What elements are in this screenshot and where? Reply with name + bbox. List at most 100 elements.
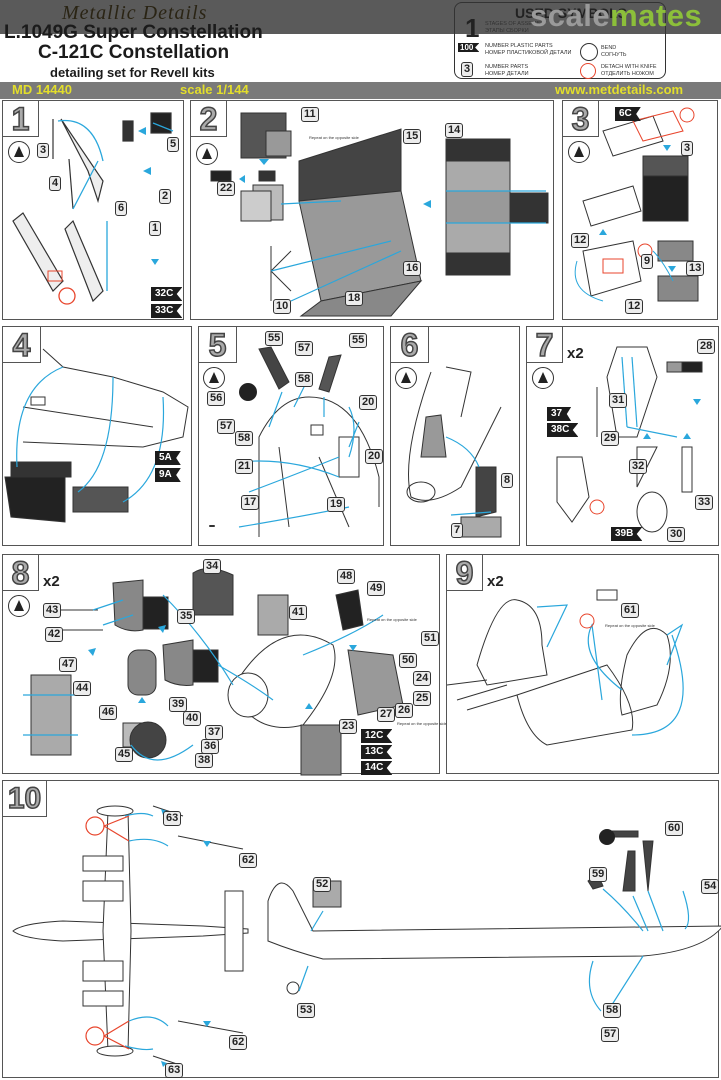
part-label: 26 [395,703,414,718]
part-label: 62 [229,1035,248,1050]
step-number: 9 [447,554,483,592]
part-label: 62 [239,853,258,868]
step-1-panel: 1 3 4 5 2 6 1 32C 33C [2,100,184,320]
part-label: 20 [365,449,384,464]
part-label: 57 [601,1027,620,1042]
step-1-drawing [12,112,174,305]
part-label: 43 [43,603,62,618]
part-label: 46 [99,705,118,720]
step-number: 5 [199,326,237,364]
legend-bend-en: BEND [601,45,617,51]
plastic-part-flag: 37 [547,407,572,421]
multiplier: x2 [43,573,60,590]
part-label: 16 [403,261,422,276]
part-label: 52 [313,877,332,892]
step-5-panel: 5 55 57 58 55 56 57 58 21 20 20 17 19 [198,326,384,546]
step-number: 3 [563,100,599,138]
part-label: 27 [377,707,396,722]
step-5-drawing [238,346,380,537]
plastic-part-flag: 32C [151,287,183,301]
variant-icon [239,383,257,401]
legend-bend-ru: СОГНУТЬ [601,51,627,58]
plastic-part-symbol-icon: 100 [458,43,480,52]
step-number: 2 [191,100,227,138]
part-label: 38 [195,753,214,768]
part-label: 61 [621,603,640,618]
step-7-panel: 7 x2 28 31 29 32 33 30 37 38C 39B [526,326,719,546]
multiplier: x2 [487,573,504,590]
plastic-part-flag: 9A [155,468,181,482]
scalemates-watermark: scalemates [530,0,702,34]
part-label: 24 [413,671,432,686]
part-label: 60 [665,821,684,836]
part-label: 63 [165,1063,184,1078]
legend-knife-en: DETACH WITH KNIFE [601,64,657,70]
part-label: 55 [265,331,284,346]
step-2-drawing [210,112,549,317]
part-label: 59 [589,867,608,882]
step-4-panel: 4 5A 9A [2,326,192,546]
part-label: 45 [115,747,134,762]
plastic-part-flag: 5A [155,451,181,465]
part-label: 58 [603,1003,622,1018]
part-label: 47 [59,657,78,672]
bend-icon [8,141,30,163]
step-9-panel: 9 x2 61 Repeat on the opposite side [446,554,719,774]
part-label: 6 [115,201,128,216]
watermark-part-2: mates [610,0,703,33]
part-label: 51 [421,631,440,646]
part-label: 21 [235,459,254,474]
step-number: 4 [3,326,41,364]
brand-logo: Metallic Details [62,2,208,24]
part-label: 31 [609,393,628,408]
watermark-part-1: scale [530,0,611,33]
knife-symbol-icon [580,63,596,79]
legend-plastic-ru: НОМЕР ПЛАСТИКОВОЙ ДЕТАЛИ [485,49,572,56]
part-label: 18 [345,291,364,306]
info-bar: MD 14440 scale 1/144 www.metdetails.com [0,82,721,99]
part-label: 33 [695,495,714,510]
part-label: 9 [641,254,654,269]
repeat-note: Repeat on the opposite side [309,135,359,140]
part-label: 22 [217,181,236,196]
part-label: 20 [359,395,378,410]
legend-knife-ru: ОТДЕЛИТЬ НОЖОМ [601,70,654,77]
bend-icon [203,367,225,389]
part-label: 17 [241,495,260,510]
part-label: 12 [571,233,590,248]
legend-part-en: NUMBER PARTS [485,64,529,70]
part-label: 40 [183,711,202,726]
website-link[interactable]: www.metdetails.com [555,82,684,97]
subtitle: detailing set for Revell kits [50,65,215,80]
repeat-note: Repeat on the opposite side [605,623,655,628]
part-label: 32 [629,459,648,474]
part-label: 42 [45,627,64,642]
part-label: 57 [217,419,236,434]
legend-stage-ru: ЭТАПЫ СБОРКИ [485,27,529,34]
part-label: 58 [235,431,254,446]
part-label: 56 [207,391,226,406]
part-label: 10 [273,299,292,314]
step-number: 1 [3,100,39,138]
variant-icon [599,829,615,845]
part-label: 7 [451,523,464,538]
plastic-part-flag: 14C [361,761,393,775]
part-label: 19 [327,497,346,512]
part-label: 48 [337,569,356,584]
multiplier: x2 [567,345,584,362]
step-2-panel: 2 11 Repeat on the opposite side 15 14 2… [190,100,554,320]
plastic-part-flag: 33C [151,304,183,318]
part-label: 36 [201,739,220,754]
part-label: 1 [149,221,162,236]
step-9-drawing [446,589,684,746]
part-label: 28 [697,339,716,354]
part-label: 53 [297,1003,316,1018]
stage-symbol-icon: 1 [465,13,480,43]
plastic-part-flag: 6C [615,107,641,121]
step-number: 10 [3,781,47,817]
part-label: 11 [301,107,319,122]
